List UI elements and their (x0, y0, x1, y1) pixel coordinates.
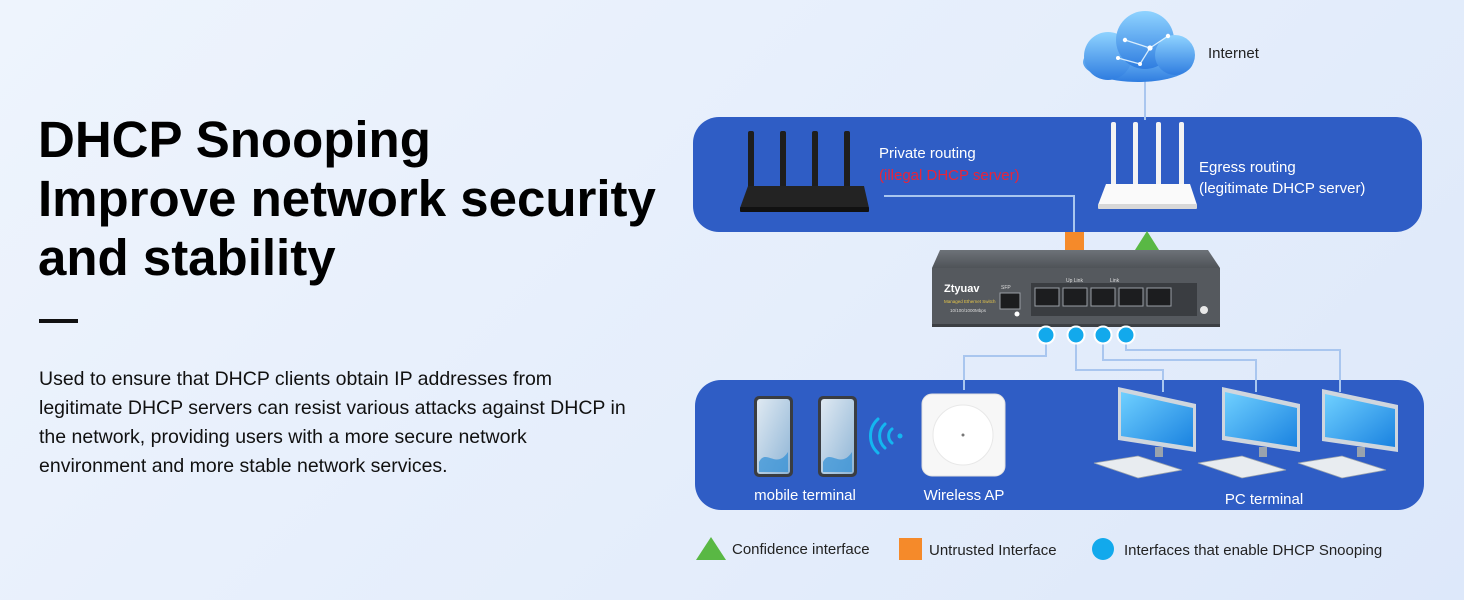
heading-line-2: Improve network security (38, 170, 656, 227)
legend-untrusted-icon (899, 538, 922, 560)
router-panel (693, 117, 1422, 232)
snooping-dot (1066, 325, 1086, 345)
mobile-phone-icon (818, 396, 857, 477)
description-text: Used to ensure that DHCP clients obtain … (39, 368, 626, 477)
heading-line-1: DHCP Snooping (38, 111, 431, 168)
mobile-terminal-label: mobile terminal (754, 487, 856, 504)
trusted-port-marker (1135, 231, 1159, 250)
snooping-port-markers (1036, 325, 1136, 345)
network-switch (932, 250, 1220, 327)
private-router-subtitle: (illegal DHCP server) (879, 167, 1020, 184)
legend: Confidence interface Untrusted Interface… (696, 537, 1382, 560)
egress-router-title: Egress routing (1199, 159, 1296, 176)
mobile-phone-icon (754, 396, 793, 477)
pc-icon (1197, 387, 1300, 479)
legend-snooping-icon (1092, 538, 1114, 560)
switch-uplink-label: Up Link (1066, 278, 1083, 284)
snooping-dot (1116, 325, 1136, 345)
snooping-dot (1093, 325, 1113, 345)
switch-sfp-label: SFP (1001, 285, 1011, 291)
legend-trusted-icon (696, 537, 726, 560)
switch-link-label: Link (1110, 278, 1120, 284)
heading-divider (39, 319, 78, 323)
legend-confidence-label: Confidence interface (732, 541, 870, 558)
switch-brand-label: Ztyuav (944, 283, 980, 295)
snooping-dot (1036, 325, 1056, 345)
wifi-signal-icon (868, 417, 903, 455)
page-heading: DHCP Snooping Improve network security a… (38, 110, 656, 287)
heading-line-3: and stability (38, 229, 336, 286)
legend-snooping-label: Interfaces that enable DHCP Snooping (1124, 542, 1382, 559)
egress-router-subtitle: (legitimate DHCP server) (1199, 180, 1365, 197)
wireless-ap-icon (921, 393, 1006, 477)
wireless-ap-label: Wireless AP (924, 487, 1005, 504)
switch-model-label: Managed Ethernet Switch (944, 299, 996, 304)
private-router-icon (740, 131, 869, 212)
egress-router-icon (1098, 122, 1197, 209)
pc-icon (1093, 387, 1196, 479)
pc-icon (1297, 389, 1398, 479)
private-router-title: Private routing (879, 145, 976, 162)
untrusted-port-marker (1065, 232, 1084, 250)
internet-cloud-icon (1083, 11, 1195, 82)
pc-terminal-label: PC terminal (1225, 491, 1303, 508)
switch-speed-label: 10/100/1000Mbps (950, 308, 987, 313)
internet-label: Internet (1208, 45, 1260, 62)
legend-untrusted-label: Untrusted Interface (929, 542, 1057, 559)
